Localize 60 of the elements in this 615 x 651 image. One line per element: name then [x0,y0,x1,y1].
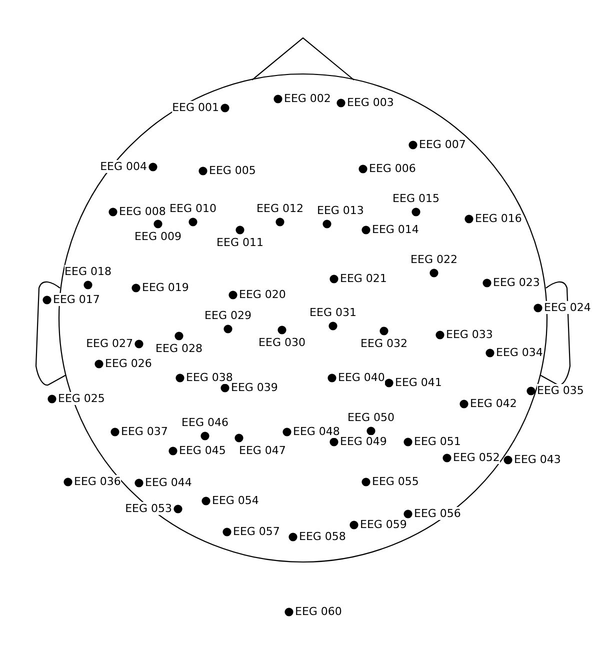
sensor-label: EEG 002 [284,92,331,105]
sensor-label: EEG 020 [239,288,286,301]
sensor-label: EEG 040 [338,371,385,384]
sensor-label: EEG 059 [360,518,407,531]
sensor-label: EEG 049 [340,435,387,448]
sensor-label: EEG 003 [347,96,394,109]
sensor-label: EEG 039 [231,381,278,394]
sensor-label: EEG 050 [348,411,394,424]
sensor-label: EEG 048 [293,425,340,438]
sensor-label: EEG 026 [105,357,152,370]
sensor-label: EEG 001 [172,101,219,114]
sensor-label: EEG 037 [121,425,168,438]
sensor-label: EEG 025 [58,392,105,405]
sensor-label: EEG 009 [134,230,182,243]
sensor-label: EEG 008 [119,205,166,218]
sensor-label: EEG 035 [537,384,584,397]
sensor-label: EEG 017 [53,293,100,306]
sensor-label: EEG 036 [74,475,121,488]
sensor-label: EEG 015 [392,192,440,205]
sensor-label: EEG 029 [204,309,252,322]
sensor-label: EEG 028 [156,342,202,355]
sensor-label: EEG 021 [340,272,387,285]
sensor-label: EEG 057 [233,525,280,538]
sensor-label: EEG 016 [475,212,522,225]
sensor-label: EEG 024 [544,301,591,314]
sensor-label: EEG 031 [310,306,356,319]
sensor-label: EEG 041 [395,376,442,389]
sensor-label: EEG 043 [514,453,561,466]
sensor-label: EEG 038 [186,371,233,384]
sensor-label: EEG 055 [372,475,419,488]
sensor-label: EEG 005 [209,164,256,177]
sensor-label: EEG 032 [360,337,408,350]
sensor-label: EEG 056 [414,507,461,520]
sensor-label: EEG 010 [170,202,216,215]
sensor-label: EEG 058 [299,530,346,543]
sensor-label: EEG 012 [256,202,304,215]
sensor-label: EEG 046 [182,416,228,429]
sensor-label: EEG 007 [419,138,466,151]
sensor-label: EEG 054 [212,494,259,507]
sensor-label: EEG 030 [258,336,306,349]
sensor-label: EEG 004 [100,160,147,173]
sensor-label: EEG 019 [142,281,189,294]
sensor-label: EEG 051 [414,435,461,448]
sensor-label: EEG 033 [446,328,493,341]
sensor-label: EEG 013 [317,204,364,217]
sensor-label: EEG 044 [145,476,192,489]
sensor-label: EEG 047 [239,444,286,457]
sensor-label: EEG 042 [470,397,517,410]
sensor-label: EEG 011 [216,236,264,249]
sensor-label: EEG 027 [86,337,133,350]
sensor-label: EEG 014 [372,223,419,236]
sensor-label: EEG 018 [64,265,112,278]
sensor-label: EEG 034 [496,346,543,359]
sensor-label: EEG 060 [295,605,342,618]
sensor-label: EEG 006 [369,162,416,175]
sensor-label: EEG 053 [125,502,172,515]
sensor-label: EEG 045 [179,444,226,457]
sensor-label: EEG 052 [453,451,500,464]
sensor-label: EEG 023 [493,276,540,289]
sensor-label: EEG 022 [410,253,458,266]
